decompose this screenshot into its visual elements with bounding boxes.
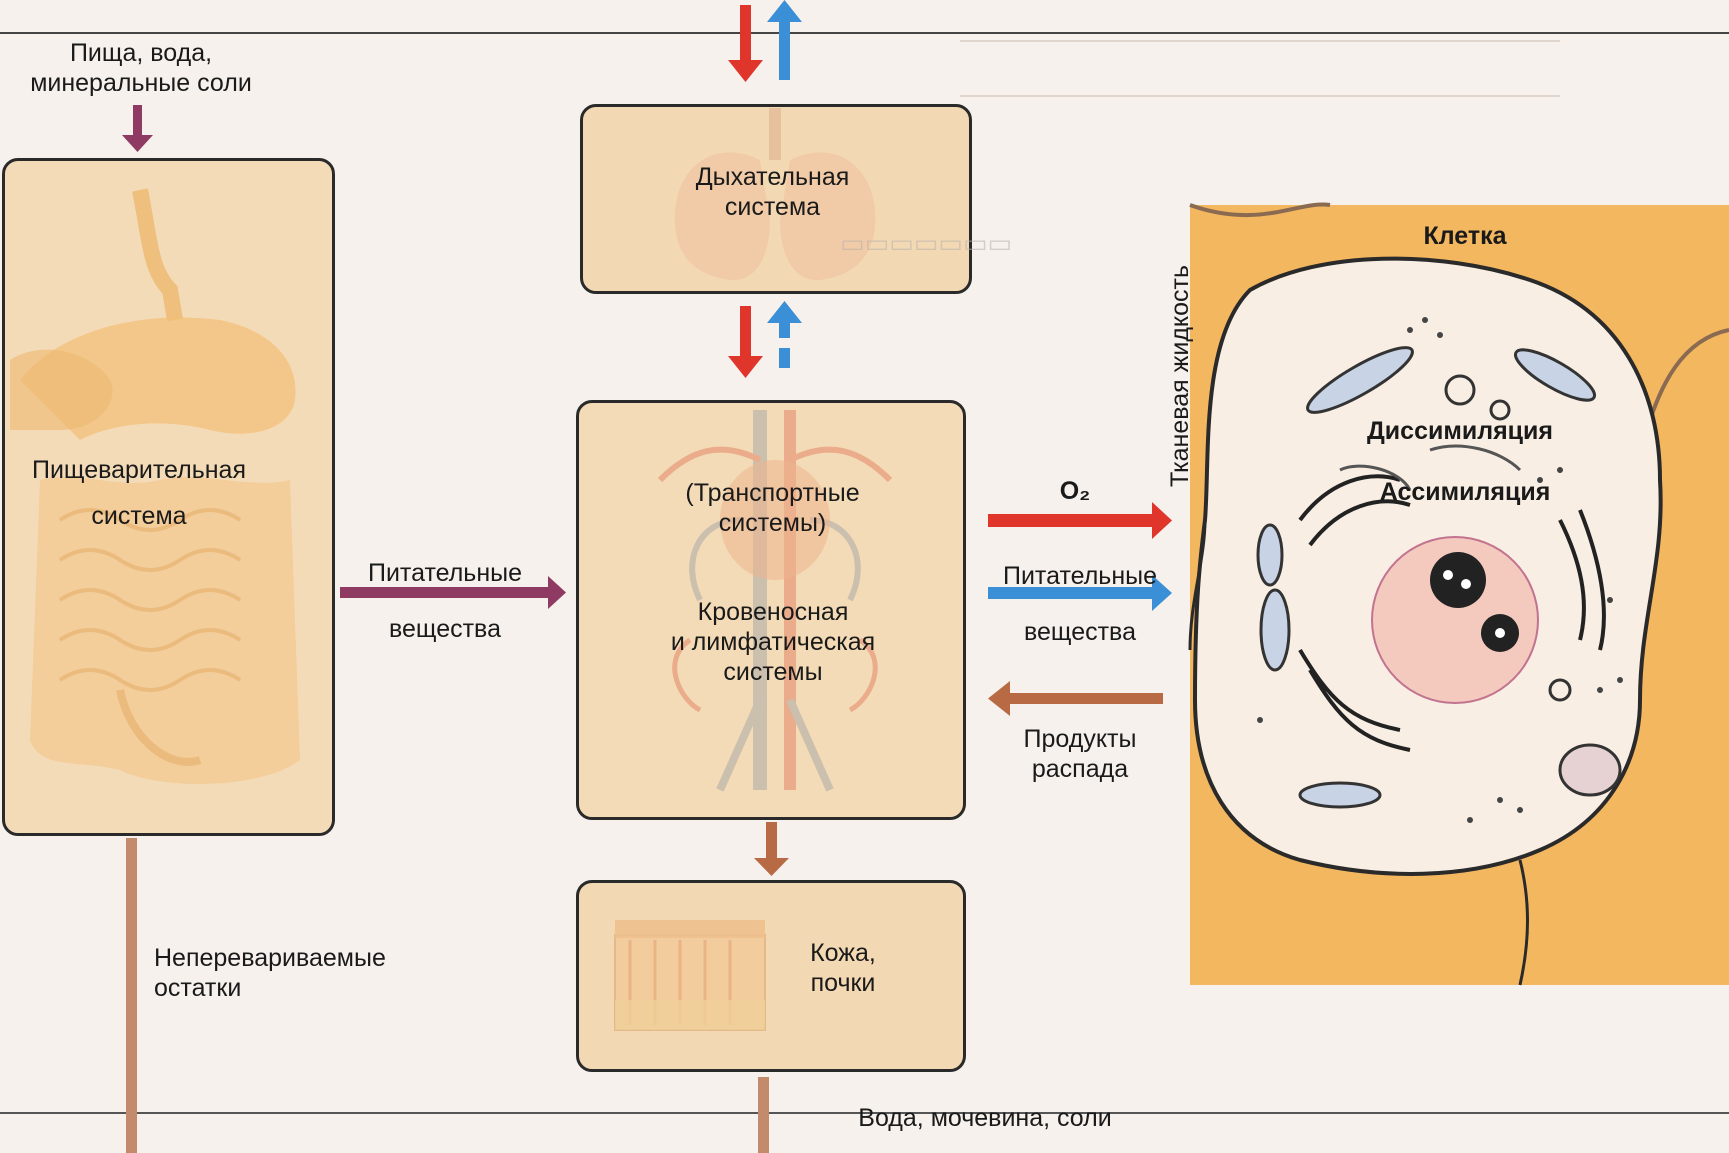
tissue-fluid-label: Тканевая жидкость: [1165, 206, 1195, 546]
skin-kidneys-label: Кожа, почки: [783, 938, 903, 998]
transport-systems-label: (Транспортные системы): [655, 478, 890, 538]
decay-products-arrow: [988, 681, 1163, 716]
excretion-line: [758, 1077, 769, 1153]
decay-products-label: Продукты распада: [995, 724, 1165, 784]
ghost-heading: ▭▭▭▭▭▭▭: [840, 228, 1012, 259]
oxygen-to-cell-arrow: [988, 502, 1172, 539]
circulatory-lymphatic-label: Кровеносная и лимфатическая системы: [638, 597, 908, 687]
excretion-box: [576, 880, 966, 1072]
dissimilation-label: Диссимиляция: [1330, 416, 1590, 446]
undigested-remains-label: Неперевариваемые остатки: [154, 943, 454, 1003]
water-urea-salts-label: Вода, мочевина, соли: [820, 1103, 1150, 1133]
nutrients-left-label: Питательные вещества: [340, 545, 550, 657]
respiratory-inout-arrows-top: [728, 0, 802, 82]
transport-to-excretion-arrow: [754, 822, 789, 876]
food-input-arrow: [122, 105, 153, 152]
respiratory-system-label: Дыхательная система: [670, 162, 875, 222]
assimilation-label: Ассимиляция: [1340, 477, 1590, 507]
oxygen-label: O₂: [1055, 476, 1095, 506]
nutrients-right-label: Питательные вещества: [975, 548, 1185, 660]
see-through-lines: [960, 40, 1560, 97]
respiratory-transport-arrows: [728, 301, 802, 378]
cell-label: Клетка: [1400, 221, 1530, 251]
cell-illustration: [1190, 204, 1729, 985]
input-label: Пища, вода, минеральные соли: [6, 38, 276, 98]
undigested-line: [126, 838, 137, 1153]
digestive-system-label: Пищеварительная система: [4, 447, 274, 539]
